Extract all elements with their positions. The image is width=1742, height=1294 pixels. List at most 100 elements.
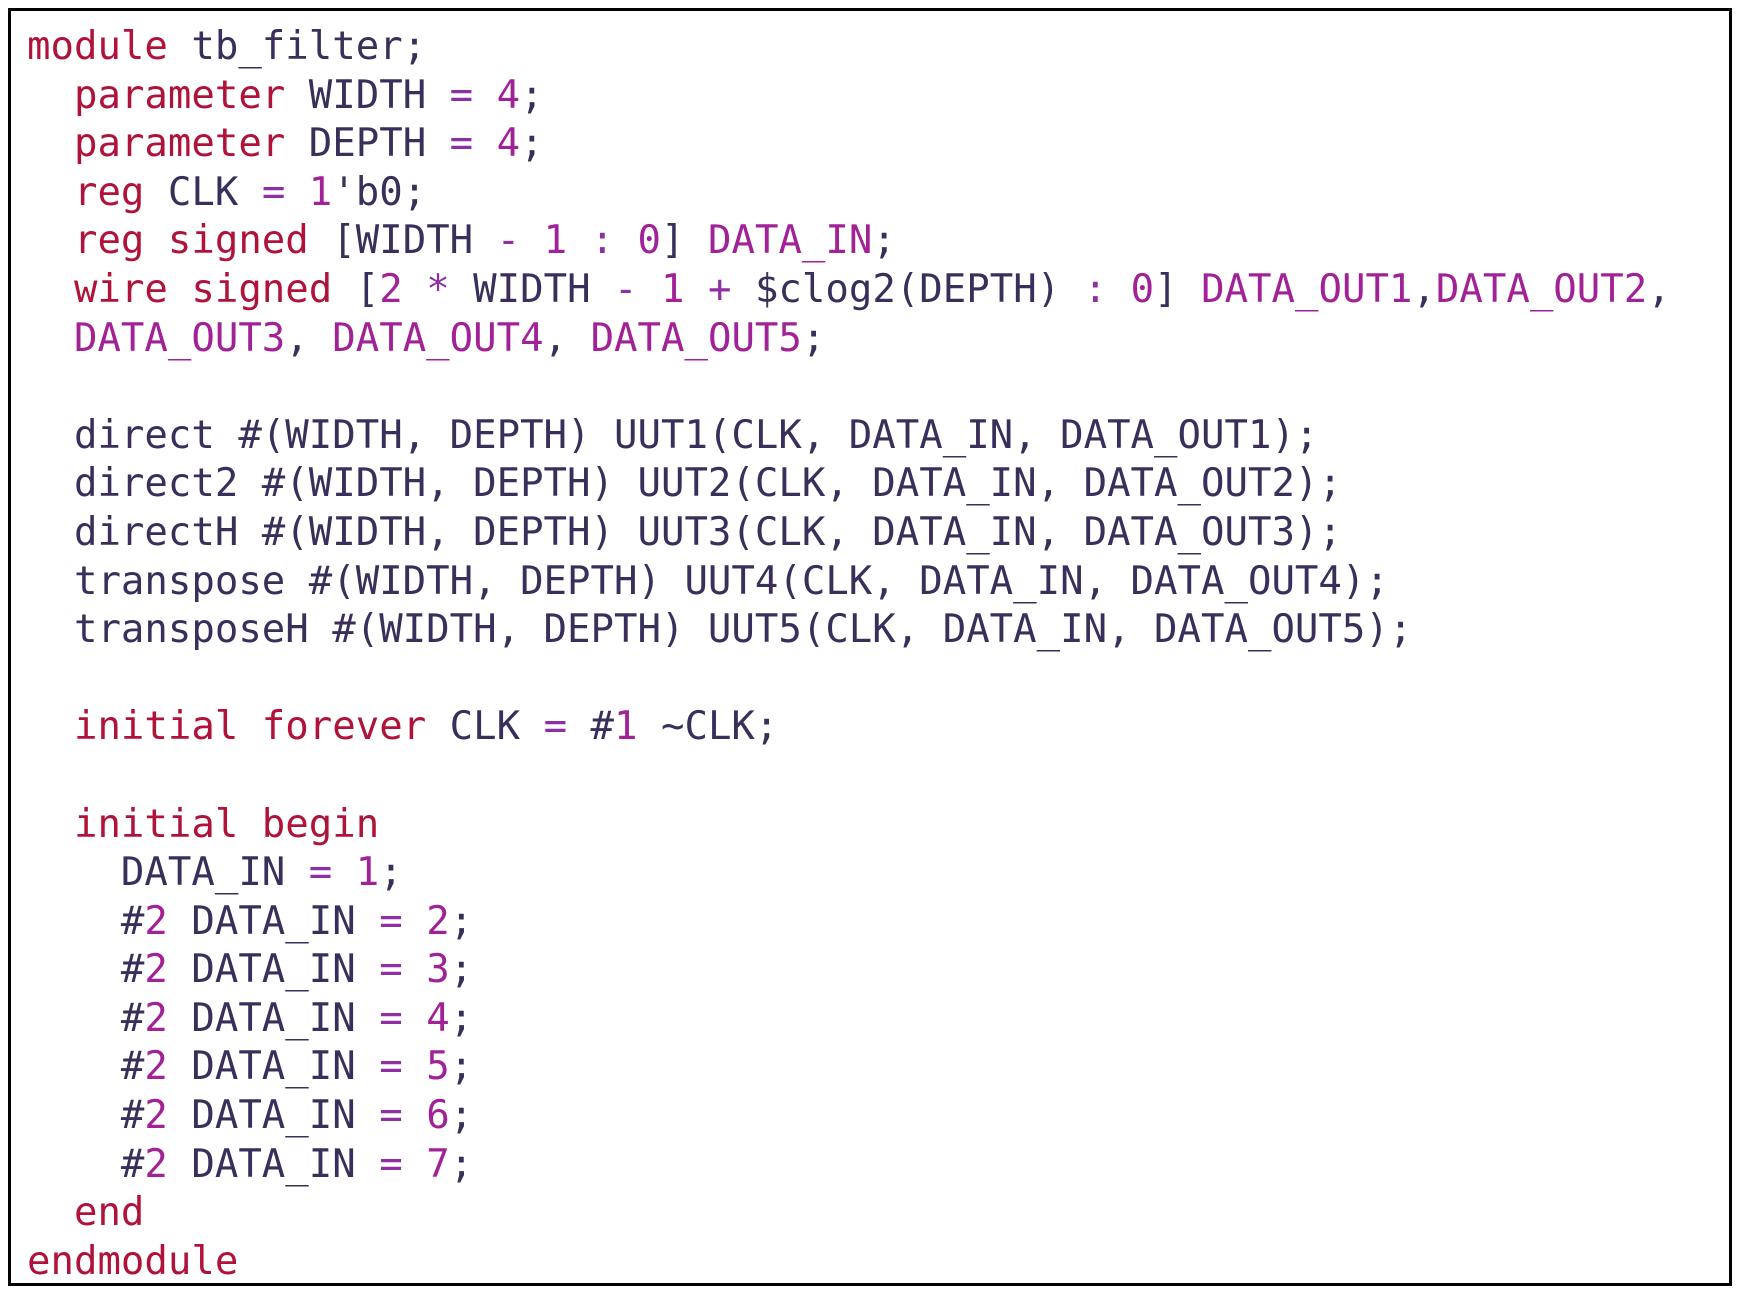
code-token: endmodule	[27, 1238, 239, 1284]
code-line: transpose #(WIDTH, DEPTH) UUT4(CLK, DATA…	[27, 558, 1671, 607]
code-line: initial begin	[27, 801, 1671, 850]
code-token	[27, 218, 74, 263]
code-token: parameter	[73, 121, 286, 167]
code-line: module tb_filter;	[27, 23, 1671, 72]
code-token: direct #(WIDTH, DEPTH) UUT1(CLK, DATA_IN…	[27, 412, 1319, 458]
code-token: 1	[355, 850, 380, 896]
code-token: =	[379, 898, 403, 944]
code-token: tb_filter;	[167, 24, 427, 69]
code-line	[27, 655, 1671, 704]
code-token	[27, 704, 74, 749]
code-token: ;	[520, 121, 544, 167]
code-token: WIDTH	[355, 218, 497, 264]
code-token: ,	[1647, 266, 1671, 312]
code-token	[614, 218, 637, 263]
code-line: end	[27, 1189, 1671, 1238]
code-token: 4	[426, 995, 450, 1041]
code-line: transposeH #(WIDTH, DEPTH) UUT5(CLK, DAT…	[27, 606, 1671, 655]
code-token	[403, 1044, 426, 1089]
code-token: ,	[285, 315, 333, 361]
code-token	[285, 170, 308, 215]
code-token: ;	[449, 1044, 474, 1090]
code-token: DATA_IN	[167, 995, 380, 1041]
code-token: 1	[543, 218, 568, 264]
code-token: ;	[449, 1093, 474, 1139]
code-token: 4	[496, 72, 521, 118]
code-listing-frame: module tb_filter; parameter WIDTH = 4; p…	[8, 8, 1732, 1286]
code-token: transposeH #(WIDTH, DEPTH) UUT5(CLK, DAT…	[27, 607, 1413, 653]
code-line: #2 DATA_IN = 4;	[27, 995, 1671, 1044]
code-token: initial forever	[73, 704, 427, 750]
code-token: #	[27, 995, 145, 1041]
code-token: #	[27, 1044, 145, 1090]
code-token: DATA_OUT4	[332, 315, 544, 361]
code-token: =	[379, 947, 403, 993]
code-line	[27, 752, 1671, 801]
code-token: 2	[426, 898, 450, 944]
code-token	[27, 121, 74, 166]
code-token: ;	[872, 218, 896, 264]
code-token: DATA_IN	[167, 1141, 380, 1187]
code-token: -	[496, 218, 521, 264]
code-token	[403, 947, 426, 992]
code-line: #2 DATA_IN = 6;	[27, 1092, 1671, 1141]
code-token: 2	[144, 995, 168, 1041]
code-token	[27, 73, 74, 118]
code-token: initial begin	[73, 801, 380, 847]
code-token: =	[379, 995, 403, 1041]
code-token: parameter	[73, 72, 286, 118]
code-token	[473, 73, 496, 118]
code-token: 5	[426, 1044, 450, 1090]
code-token: 1	[308, 169, 333, 215]
code-line: #2 DATA_IN = 5;	[27, 1043, 1671, 1092]
code-token: =	[449, 72, 474, 118]
code-token: =	[308, 850, 333, 896]
code-token: =	[449, 121, 474, 167]
code-token: 0	[637, 218, 662, 264]
code-line: DATA_IN = 1;	[27, 849, 1671, 898]
code-line: parameter DEPTH = 4;	[27, 120, 1671, 169]
code-line: endmodule	[27, 1238, 1671, 1287]
code-token	[403, 996, 426, 1041]
verilog-code-block: module tb_filter; parameter WIDTH = 4; p…	[27, 23, 1671, 1286]
code-token: =	[379, 1044, 403, 1090]
code-token: [	[308, 218, 356, 264]
code-token: #	[27, 947, 145, 993]
code-token: DATA_IN	[708, 218, 873, 264]
code-token: =	[543, 704, 568, 750]
code-token: :	[1083, 266, 1108, 312]
code-token: =	[261, 169, 286, 215]
code-token: 2	[144, 1044, 168, 1090]
code-token: -	[614, 266, 638, 312]
code-token: 'b0;	[332, 169, 427, 215]
code-token	[403, 1093, 426, 1138]
code-token: 2	[144, 1141, 168, 1187]
code-token: module	[27, 24, 168, 69]
code-token: WIDTH	[285, 72, 450, 118]
code-token: DATA_OUT3	[73, 315, 286, 361]
code-token: ;	[449, 898, 474, 944]
code-line	[27, 363, 1671, 412]
code-token	[27, 170, 74, 215]
code-token: 6	[426, 1093, 450, 1139]
code-token: 2	[144, 898, 168, 944]
code-line: #2 DATA_IN = 7;	[27, 1141, 1671, 1190]
code-token: $clog2(DEPTH)	[731, 266, 1084, 312]
code-token: CLK	[426, 704, 544, 750]
code-token: 3	[426, 947, 450, 993]
code-line: directH #(WIDTH, DEPTH) UUT3(CLK, DATA_I…	[27, 509, 1671, 558]
code-token: ]	[1154, 266, 1202, 312]
code-token: 2	[144, 1093, 168, 1139]
code-token	[332, 850, 355, 895]
code-token	[27, 267, 74, 312]
code-line: #2 DATA_IN = 3;	[27, 946, 1671, 995]
code-token: =	[379, 1141, 403, 1187]
code-token	[403, 267, 426, 312]
code-line: initial forever CLK = #1 ~CLK;	[27, 703, 1671, 752]
code-token	[685, 267, 708, 312]
code-token: +	[707, 266, 732, 312]
code-token: end	[73, 1190, 145, 1236]
code-token: directH #(WIDTH, DEPTH) UUT3(CLK, DATA_I…	[27, 509, 1342, 555]
code-token: DEPTH	[285, 121, 450, 167]
code-token: DATA_IN	[167, 898, 380, 944]
